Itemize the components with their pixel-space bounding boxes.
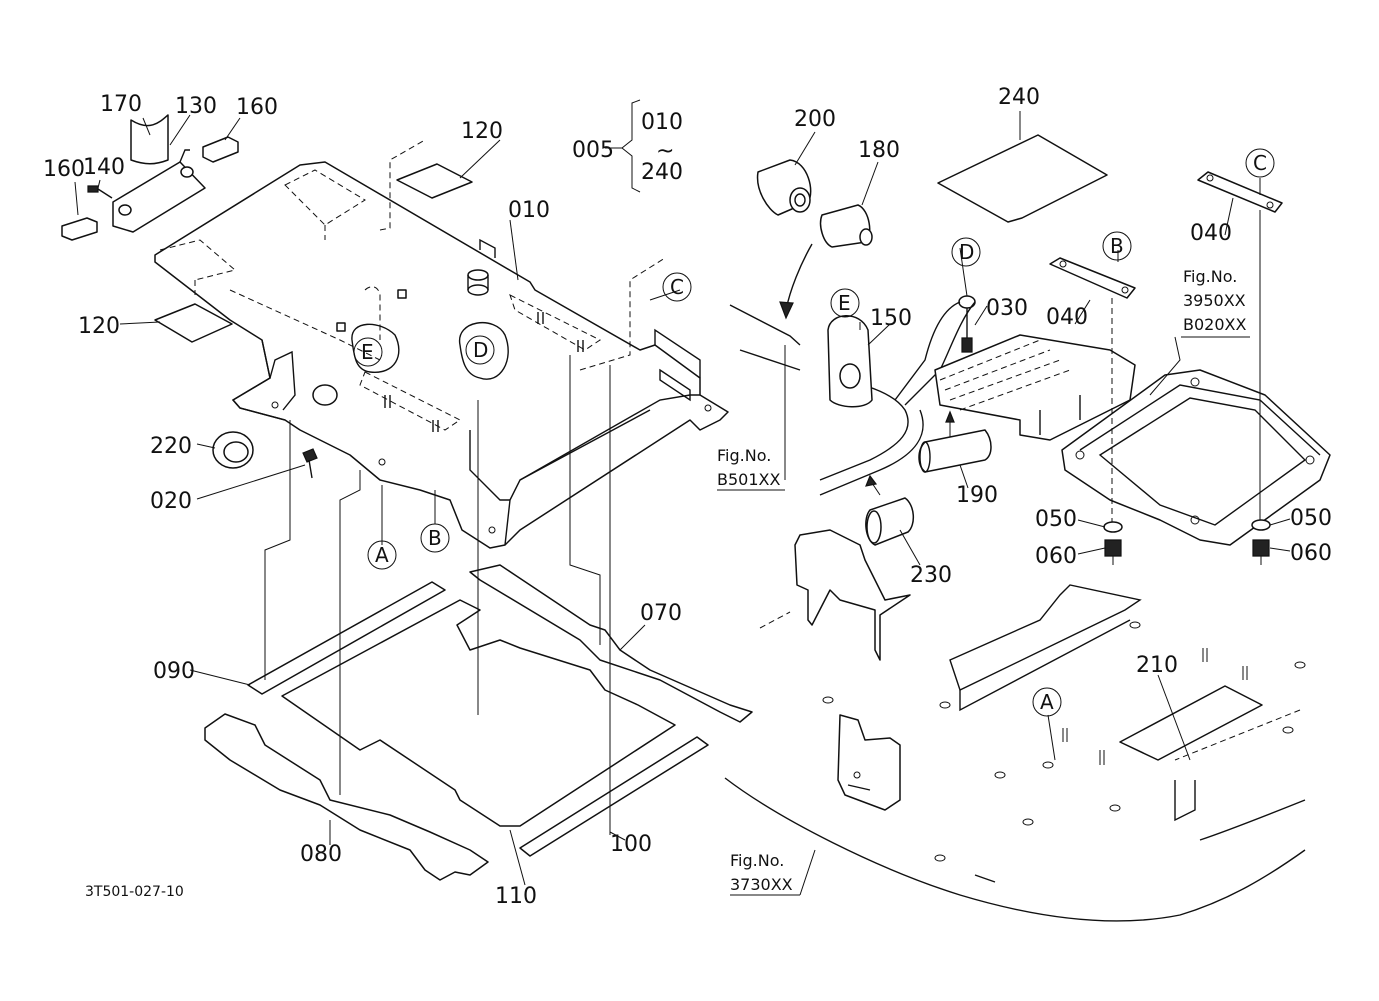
label-050: 050 <box>1035 507 1077 532</box>
group-to: 240 <box>641 160 683 185</box>
grommet-and-bolt-drawing <box>212 431 318 479</box>
figure-references: Fig.No. B501XX Fig.No. 3950XX B020XX Fig… <box>717 267 1246 894</box>
label-070: 070 <box>640 601 682 626</box>
label-030: 030 <box>986 296 1028 321</box>
group-range-mark: ~ <box>656 139 674 164</box>
group-code: 005 <box>572 138 614 163</box>
label-110: 110 <box>495 884 537 909</box>
label-130: 130 <box>175 94 217 119</box>
reference-letters: A B C D E A B C D E <box>361 151 1267 714</box>
label-160: 160 <box>236 95 278 120</box>
label-010: 010 <box>508 198 550 223</box>
label-240: 240 <box>998 85 1040 110</box>
floor-plate-drawing <box>724 529 1306 922</box>
label-100: 100 <box>610 832 652 857</box>
fig-ref-b501-line2: B501XX <box>717 470 780 489</box>
fig-ref-ecu-line1: Fig.No. <box>1183 267 1237 286</box>
label-120: 120 <box>78 314 120 339</box>
label-150: 150 <box>870 306 912 331</box>
leader-lines <box>74 111 1291 896</box>
label-050: 050 <box>1290 506 1332 531</box>
label-040: 040 <box>1046 305 1088 330</box>
cover-010-drawing <box>154 139 729 549</box>
marker-e: E <box>838 291 851 315</box>
fig-ref-floor-line1: Fig.No. <box>730 851 784 870</box>
reference-circles <box>353 148 1275 717</box>
label-060: 060 <box>1035 544 1077 569</box>
marker-a: A <box>1040 690 1054 714</box>
harness-parts-drawing <box>729 159 1136 546</box>
label-220: 220 <box>150 434 192 459</box>
label-190: 190 <box>956 483 998 508</box>
drawing-number: 3T501-027-10 <box>85 884 184 900</box>
label-230: 230 <box>910 563 952 588</box>
label-160: 160 <box>43 157 85 182</box>
marker-c: C <box>670 275 684 299</box>
fig-ref-ecu-line3: B020XX <box>1183 315 1246 334</box>
label-200: 200 <box>794 107 836 132</box>
ecu-and-plates-drawing <box>1049 171 1331 565</box>
label-170: 170 <box>100 92 142 117</box>
label-180: 180 <box>858 138 900 163</box>
group-from: 010 <box>641 110 683 135</box>
label-080: 080 <box>300 842 342 867</box>
sheet-240-drawing <box>937 134 1108 223</box>
label-120: 120 <box>461 119 503 144</box>
label-210: 210 <box>1136 653 1178 678</box>
marker-d: D <box>473 338 488 362</box>
marker-d: D <box>959 240 974 264</box>
marker-b: B <box>1110 234 1124 258</box>
label-090: 090 <box>153 659 195 684</box>
label-020: 020 <box>150 489 192 514</box>
label-060: 060 <box>1290 541 1332 566</box>
part-labels: 170 130 160 140 160 120 010 120 220 020 … <box>43 85 1332 909</box>
alignment-lines <box>264 355 611 835</box>
marker-a: A <box>375 543 389 567</box>
group-bracket-005 <box>605 99 641 193</box>
pads-and-bracket-drawing <box>61 114 473 343</box>
fig-ref-b501-line1: Fig.No. <box>717 446 771 465</box>
label-140: 140 <box>83 155 125 180</box>
fig-ref-ecu-line2: 3950XX <box>1183 291 1246 310</box>
label-040: 040 <box>1190 221 1232 246</box>
marker-c: C <box>1253 151 1267 175</box>
marker-e: E <box>361 340 374 364</box>
fig-ref-floor-line2: 3730XX <box>730 875 793 894</box>
marker-b: B <box>428 526 442 550</box>
group-bracket-texts: 005 010 ~ 240 <box>572 110 683 185</box>
